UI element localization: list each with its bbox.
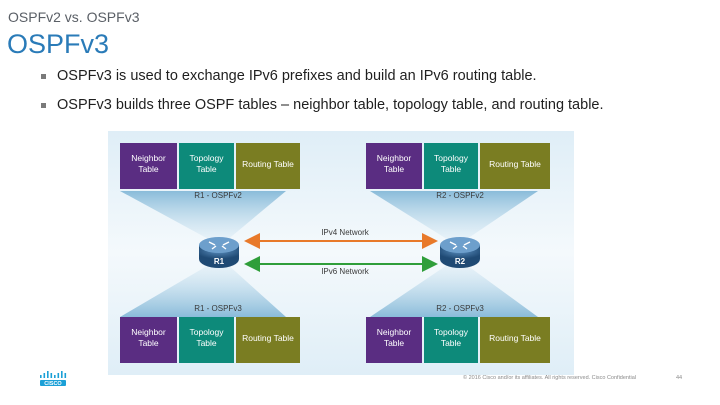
r2-ospfv3-caption: R2 - OSPFv3 — [436, 304, 484, 313]
neighbor-table-label: Neighbor — [377, 153, 412, 163]
neighbor-table-box — [366, 317, 422, 363]
ipv6-network-label: IPv6 Network — [321, 267, 370, 276]
bullet-text: OSPFv3 is used to exchange IPv6 prefixes… — [57, 68, 537, 84]
topology-table-label: Topology — [434, 153, 469, 163]
r1-v3-beam — [120, 263, 286, 317]
r1-ospfv3-caption: R1 - OSPFv3 — [194, 304, 242, 313]
r2-v2-beam — [370, 191, 538, 241]
bullet-text: OSPFv3 builds three OSPF tables – neighb… — [57, 97, 604, 113]
topology-table-box — [179, 143, 234, 189]
r1-ospfv2-caption: R1 - OSPFv2 — [194, 191, 242, 200]
topology-table-label: Table — [441, 164, 462, 174]
cisco-logo-icon: CISCO — [40, 371, 67, 387]
neighbor-table-label: Table — [384, 164, 405, 174]
topology-table-box — [424, 317, 478, 363]
r1-v2-beam — [120, 191, 286, 241]
r2-ospfv2-caption: R2 - OSPFv2 — [436, 191, 484, 200]
neighbor-table-label: Table — [138, 338, 159, 348]
neighbor-table-label: Neighbor — [131, 153, 166, 163]
r1-ospfv3-tables: Neighbor Table Topology Table Routing Ta… — [120, 317, 300, 363]
routing-table-box — [236, 317, 300, 363]
r1-label: R1 — [214, 257, 225, 266]
topology-table-label: Topology — [434, 327, 469, 337]
bullet-square-icon — [41, 103, 46, 108]
neighbor-table-label: Table — [384, 338, 405, 348]
bullet-list: OSPFv3 is used to exchange IPv6 prefixes… — [40, 68, 710, 126]
ospf-diagram: Neighbor Table Topology Table Routing Ta… — [108, 131, 574, 375]
r2-ospfv3-tables: Neighbor Table Topology Table Routing Ta… — [366, 317, 550, 363]
r2-v3-beam — [370, 263, 538, 317]
r2-router[interactable]: R2 — [440, 237, 480, 268]
routing-table-box — [480, 143, 550, 189]
neighbor-table-label: Table — [138, 164, 159, 174]
r1-router[interactable]: R1 — [199, 237, 239, 268]
topology-table-box — [424, 143, 478, 189]
r2-label: R2 — [455, 257, 466, 266]
topology-table-label: Table — [196, 164, 217, 174]
neighbor-table-label: Neighbor — [377, 327, 412, 337]
routing-table-box — [480, 317, 550, 363]
neighbor-table-box — [366, 143, 422, 189]
topology-table-label: Topology — [189, 153, 224, 163]
bullet-item: OSPFv3 builds three OSPF tables – neighb… — [40, 97, 710, 113]
svg-text:CISCO: CISCO — [44, 381, 62, 387]
routing-table-box — [236, 143, 300, 189]
topology-table-box — [179, 317, 234, 363]
page-number: 44 — [676, 375, 683, 381]
routing-table-label: Routing Table — [489, 333, 541, 343]
neighbor-table-box — [120, 143, 177, 189]
bullet-item: OSPFv3 is used to exchange IPv6 prefixes… — [40, 68, 710, 84]
neighbor-table-label: Neighbor — [131, 327, 166, 337]
routing-table-label: Routing Table — [489, 159, 541, 169]
slide-title: OSPFv3 — [7, 29, 110, 59]
r2-ospfv2-tables: Neighbor Table Topology Table Routing Ta… — [366, 143, 550, 189]
slide-subtitle: OSPFv2 vs. OSPFv3 — [8, 9, 140, 25]
topology-table-label: Table — [441, 338, 462, 348]
routing-table-label: Routing Table — [242, 159, 294, 169]
ipv4-network-label: IPv4 Network — [321, 228, 370, 237]
routing-table-label: Routing Table — [242, 333, 294, 343]
footer-copyright: © 2016 Cisco and/or its affiliates. All … — [463, 375, 637, 381]
bullet-square-icon — [41, 74, 46, 79]
topology-table-label: Table — [196, 338, 217, 348]
topology-table-label: Topology — [189, 327, 224, 337]
neighbor-table-box — [120, 317, 177, 363]
r1-ospfv2-tables: Neighbor Table Topology Table Routing Ta… — [120, 143, 300, 189]
